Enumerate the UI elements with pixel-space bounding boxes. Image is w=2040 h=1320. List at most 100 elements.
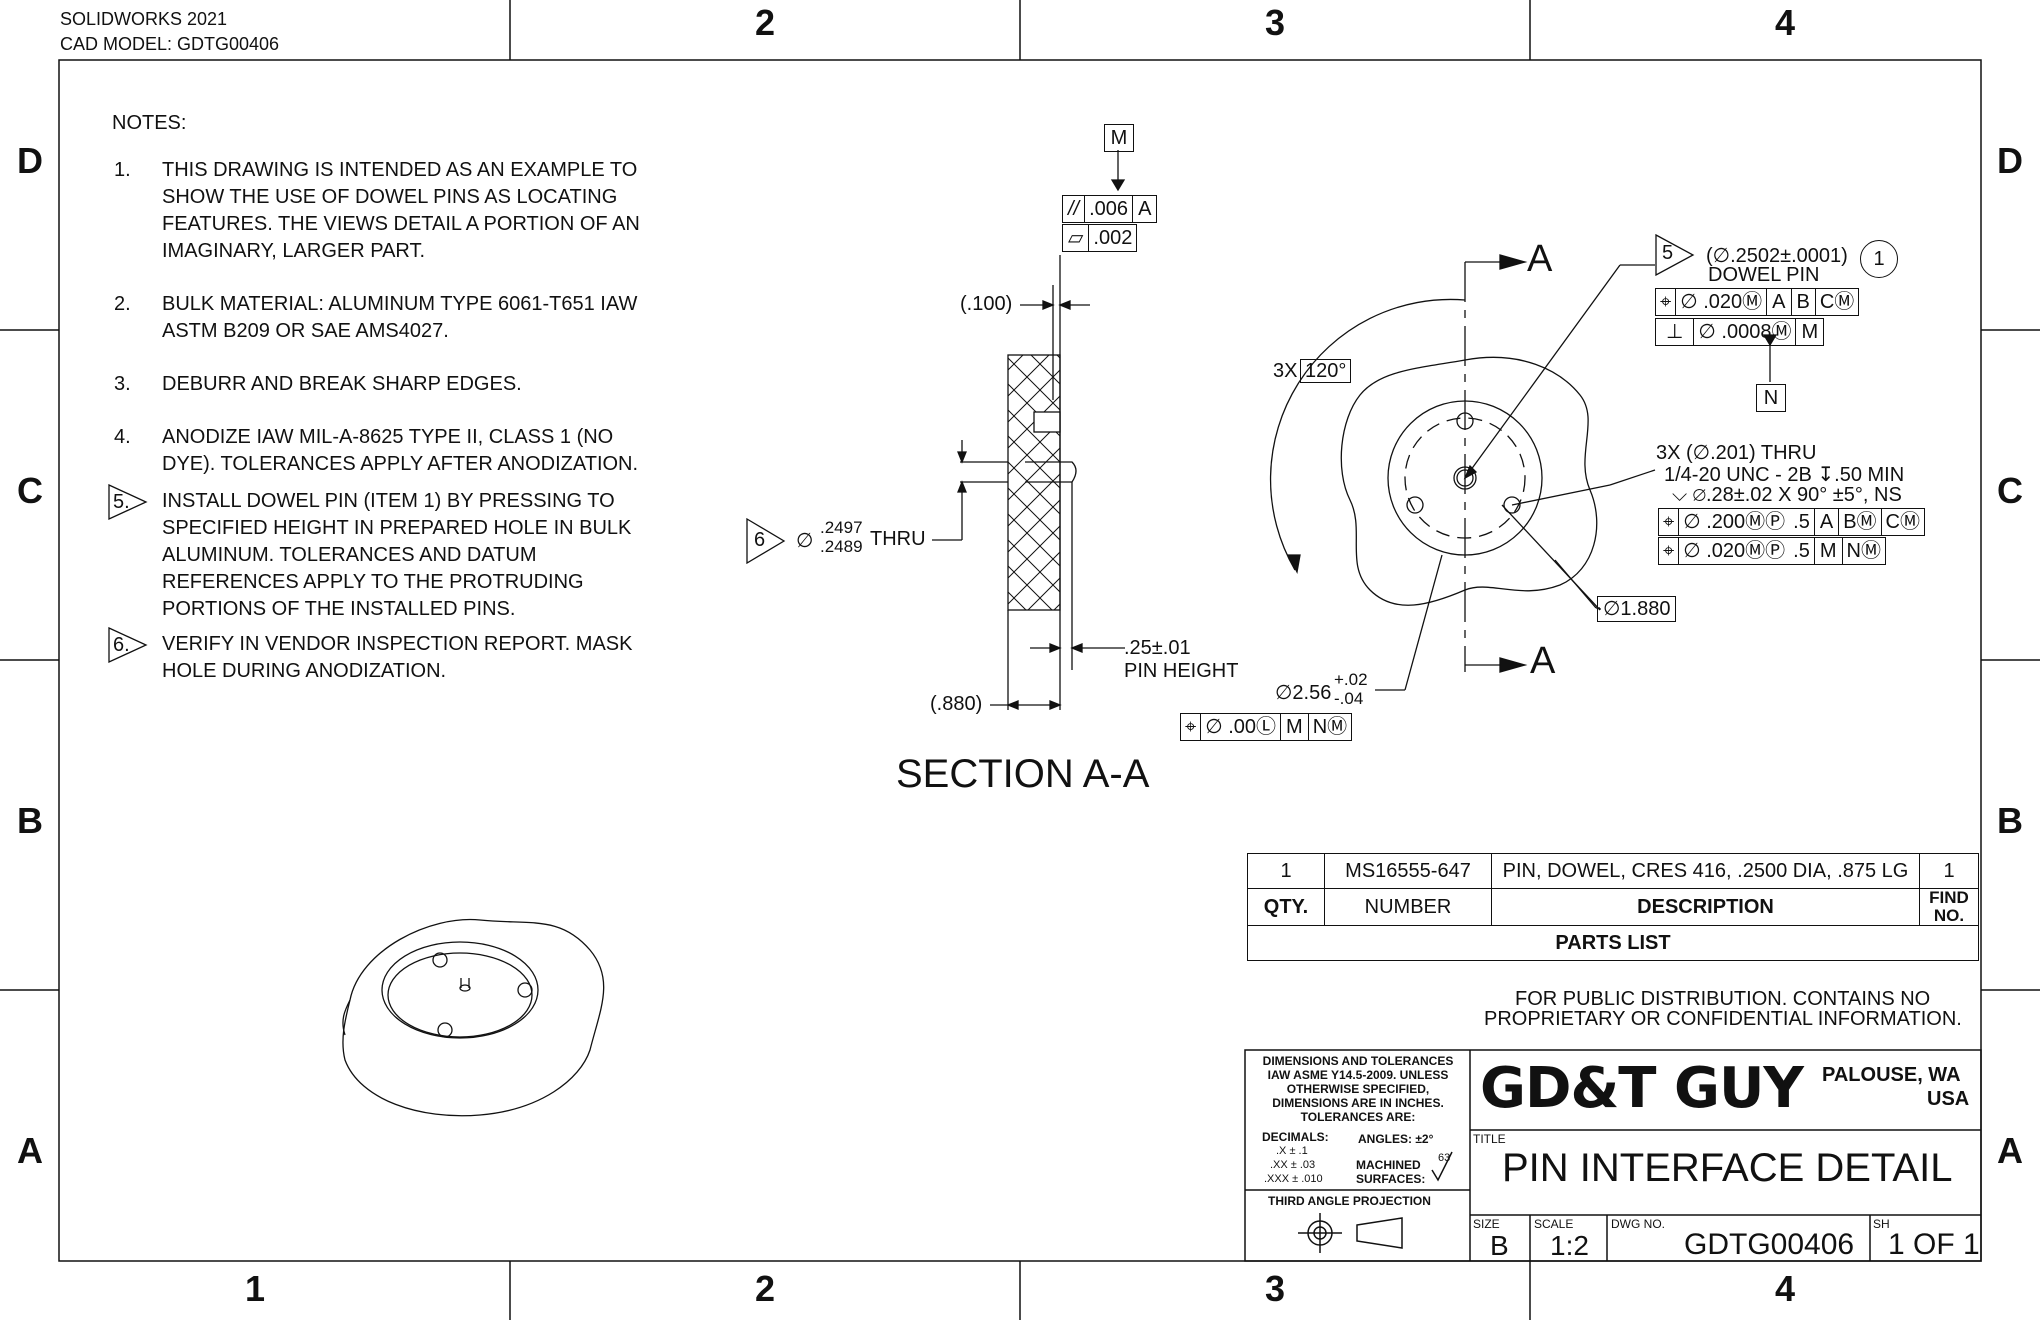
zone-col-4-top: 4	[1774, 2, 1796, 43]
machined-label: MACHINED	[1356, 1158, 1421, 1172]
zone-col-3-bottom: 3	[1264, 1268, 1286, 1309]
zone-col-4-bottom: 4	[1774, 1268, 1796, 1309]
header-find-line2: NO.	[1933, 906, 1965, 925]
hole-diameter-symbol: ∅	[796, 530, 814, 552]
dim-100: (.100)	[960, 293, 1013, 315]
zone-row-b-right: B	[1997, 800, 2023, 841]
part-description: PIN, DOWEL, CRES 416, .2500 DIA, .875 LG	[1491, 853, 1920, 889]
holes-fcf-1: ⌖ ∅ .200ⓂⓅ .5 A BⓂ CⓂ	[1658, 508, 1925, 536]
fcf-datum: M	[1801, 321, 1819, 343]
notes-title: NOTES:	[112, 112, 187, 134]
part-number: MS16555-647	[1324, 853, 1492, 889]
pin-fcf-position: ⌖ ∅ .020Ⓜ A B CⓂ	[1655, 288, 1860, 316]
sheet-number: 1 OF 1	[1888, 1228, 1980, 1261]
note-number: 5.	[113, 491, 130, 513]
fcf-projection: .5	[1789, 509, 1815, 535]
fcf-datum: A	[1767, 289, 1792, 315]
fcf-datum: A	[1815, 509, 1840, 535]
zone-row-d-left: D	[17, 140, 43, 181]
pin-flag: 5	[1655, 234, 1695, 276]
holes-callout-3: ⌵ ∅.28±.02 X 90° ±5°, NS	[1672, 484, 1902, 506]
note-4: 4. ANODIZE IAW MIL-A-8625 TYPE II, CLASS …	[112, 424, 672, 478]
note-3: 3.DEBURR AND BREAK SHARP EDGES.	[112, 371, 672, 398]
fcf-tolerance: ∅ .0008Ⓜ	[1694, 319, 1797, 345]
tolerance-note-line: OTHERWISE SPECIFIED,	[1286, 1082, 1430, 1096]
table-title-row: PARTS LIST	[1247, 925, 1979, 961]
distribution-line-2: PROPRIETARY OR CONFIDENTIAL INFORMATION.	[1484, 1008, 1962, 1030]
angle-count: 3X	[1273, 360, 1298, 382]
fcf-parallelism: // .006 A	[1062, 195, 1158, 223]
position-icon: ⌖	[1659, 538, 1680, 564]
title-block-lines	[1244, 1049, 1982, 1262]
holes-fcf-2: ⌖ ∅ .020ⓂⓅ .5 M NⓂ	[1658, 537, 1886, 565]
fcf-flatness: ▱ .002	[1062, 224, 1138, 252]
note-number: 1.	[114, 159, 131, 181]
decimal-xxx: .XXX ± .010	[1264, 1173, 1323, 1185]
note-number: 4.	[114, 426, 131, 448]
hole-lower-limit: .2489	[820, 537, 863, 556]
dim-880: (.880)	[930, 693, 983, 715]
angle-basic-box: 120°	[1300, 359, 1352, 383]
dwg-no-label: DWG NO.	[1611, 1217, 1665, 1231]
zone-row-a-right: A	[1997, 1130, 2023, 1171]
drawing-number: GDTG00406	[1684, 1228, 1855, 1261]
note-text: DEBURR AND BREAK SHARP EDGES.	[162, 373, 522, 395]
projection-label: THIRD ANGLE PROJECTION	[1268, 1194, 1431, 1208]
note-text: ANODIZE IAW MIL-A-8625 TYPE II, CLASS 1 …	[162, 426, 639, 475]
position-icon: ⌖	[1659, 509, 1680, 535]
section-arrow-a-top: A	[1527, 238, 1553, 280]
part-find-number: 1	[1919, 853, 1979, 889]
fcf-datum: M	[1815, 538, 1843, 564]
datum-m-box: M	[1104, 124, 1134, 152]
bore-fcf: ⌖ ∅ .00Ⓛ M NⓂ	[1180, 713, 1353, 741]
table-row: 1 MS16555-647 PIN, DOWEL, CRES 416, .250…	[1247, 853, 1979, 889]
note-6: 6. VERIFY IN VENDOR INSPECTION REPORT. M…	[108, 627, 672, 685]
section-title: SECTION A-A	[896, 752, 1150, 796]
flag-triangle-icon	[1655, 234, 1695, 276]
top-view-geometry	[1269, 254, 1778, 691]
fcf-projection: .5	[1789, 538, 1815, 564]
header-qty: QTY.	[1247, 888, 1325, 926]
fcf-tolerance: ∅ .200ⓂⓅ	[1683, 511, 1786, 533]
zone-row-c-right: C	[1997, 470, 2023, 511]
drawing-scale: 1:2	[1550, 1230, 1589, 1261]
header-find-line1: FIND	[1929, 888, 1969, 907]
flag-triangle-icon	[746, 518, 786, 564]
fcf-tolerance: ∅ .00Ⓛ	[1201, 714, 1282, 740]
fcf-datum: NⓂ	[1312, 716, 1348, 738]
notes-block: NOTES: 1. THIS DRAWING IS INTENDED AS AN …	[108, 110, 672, 711]
fcf-tolerance: .006	[1085, 196, 1134, 222]
perpendicularity-icon: ⊥	[1656, 319, 1695, 345]
flag-number: 6	[754, 529, 766, 551]
decimal-x: .X ± .1	[1276, 1145, 1308, 1157]
holes-callout-2: 1/4-20 UNC - 2B ↧.50 MIN	[1664, 464, 1905, 486]
bore-plus-tol: +.02	[1334, 670, 1368, 689]
hole-upper-limit: .2497	[820, 518, 863, 537]
company-location-1: PALOUSE, WA	[1822, 1064, 1961, 1086]
tolerance-note-line: TOLERANCES ARE:	[1300, 1110, 1416, 1124]
decimals-label: DECIMALS:	[1262, 1130, 1329, 1144]
holes-callout-1: 3X (∅.201) THRU	[1656, 442, 1817, 464]
position-icon: ⌖	[1656, 289, 1677, 315]
title-label: TITLE	[1473, 1132, 1506, 1146]
parts-list-table: 1 MS16555-647 PIN, DOWEL, CRES 416, .250…	[1247, 853, 1979, 961]
finish-value: 63	[1438, 1152, 1451, 1164]
pin-name: DOWEL PIN	[1708, 264, 1820, 286]
fcf-tolerance: ∅ .020Ⓜ	[1676, 289, 1768, 315]
note-5: 5. INSTALL DOWEL PIN (ITEM 1) BY PRESSIN…	[108, 484, 672, 623]
flag-triangle-icon	[108, 484, 148, 520]
item-balloon: 1	[1860, 240, 1898, 278]
zone-row-b-left: B	[17, 800, 43, 841]
note-text: INSTALL DOWEL PIN (ITEM 1) BY PRESSING T…	[162, 490, 632, 620]
datum-n-box: N	[1756, 384, 1786, 412]
zone-row-c-left: C	[17, 470, 43, 511]
note-2: 2.BULK MATERIAL: ALUMINUM TYPE 6061-T651…	[112, 291, 672, 345]
note-number: 2.	[114, 293, 131, 315]
bore-diameter: ∅2.56	[1275, 682, 1332, 704]
fcf-tolerance: ∅ .020ⓂⓅ	[1683, 540, 1786, 562]
software-label: SOLIDWORKS 2021	[60, 9, 228, 29]
fcf-datum: B	[1792, 289, 1816, 315]
zone-col-1-bottom: 1	[244, 1268, 266, 1309]
hole-flag: 6	[746, 518, 786, 564]
note-text: THIS DRAWING IS INTENDED AS AN EXAMPLE T…	[162, 159, 640, 262]
